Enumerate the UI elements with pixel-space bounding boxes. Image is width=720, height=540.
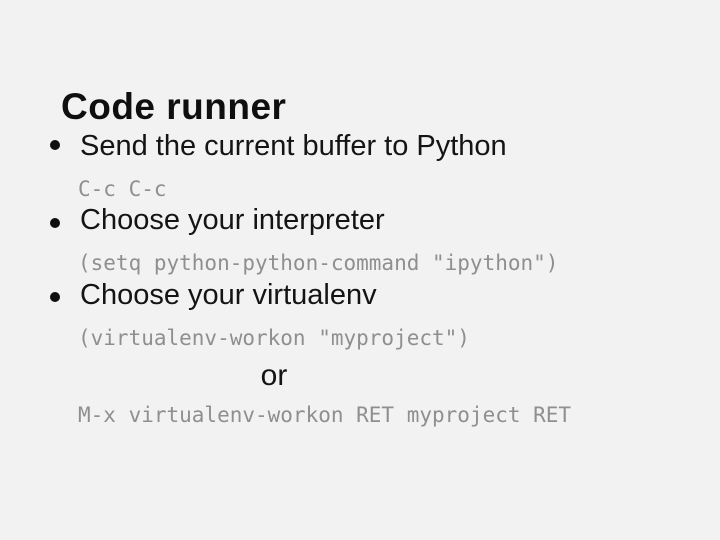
command-code-virtualenv-workon: M-x virtualenv-workon RET myproject RET	[78, 403, 572, 427]
bullet-icon	[50, 140, 60, 150]
bullet-item-send-buffer: Send the current buffer to Python	[80, 130, 507, 162]
or-separator-text: or	[260, 359, 288, 392]
elisp-code-interpreter: (setq python-python-command "ipython")	[78, 251, 559, 275]
keybinding-code: C-c C-c	[78, 177, 167, 201]
bullet-icon	[50, 218, 60, 228]
slide-title: Code runner	[61, 85, 287, 127]
elisp-code-virtualenv: (virtualenv-workon "myproject")	[78, 326, 470, 350]
bullet-item-choose-virtualenv: Choose your virtualenv	[80, 279, 377, 311]
bullet-item-choose-interpreter: Choose your interpreter	[80, 204, 385, 236]
bullet-icon	[50, 292, 60, 302]
